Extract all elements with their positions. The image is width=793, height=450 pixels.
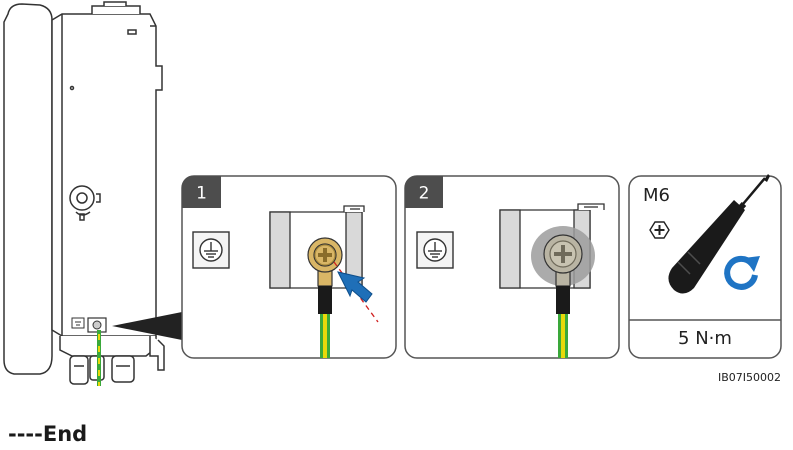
tool-panel: M6 5 N·m xyxy=(629,174,781,358)
figure-id: IB07I50002 xyxy=(718,371,781,384)
step-1-panel: 1 xyxy=(182,176,396,358)
torque-label: 5 N·m xyxy=(678,328,732,349)
phillips-bit-icon xyxy=(650,222,669,238)
phillips-screw xyxy=(550,241,576,267)
step-1-number: 1 xyxy=(196,184,207,204)
phillips-screw xyxy=(315,245,335,265)
grounding-installation-diagram: 1 xyxy=(0,0,793,400)
ground-symbol-icon xyxy=(417,232,453,268)
step-2-panel: 2 xyxy=(405,176,619,358)
screw-size-label: M6 xyxy=(643,185,670,206)
end-marker: ----End xyxy=(8,422,87,446)
ground-symbol-icon xyxy=(193,232,229,268)
step-2-number: 2 xyxy=(419,184,430,204)
ground-cable xyxy=(318,286,332,358)
ground-cable xyxy=(556,286,570,358)
